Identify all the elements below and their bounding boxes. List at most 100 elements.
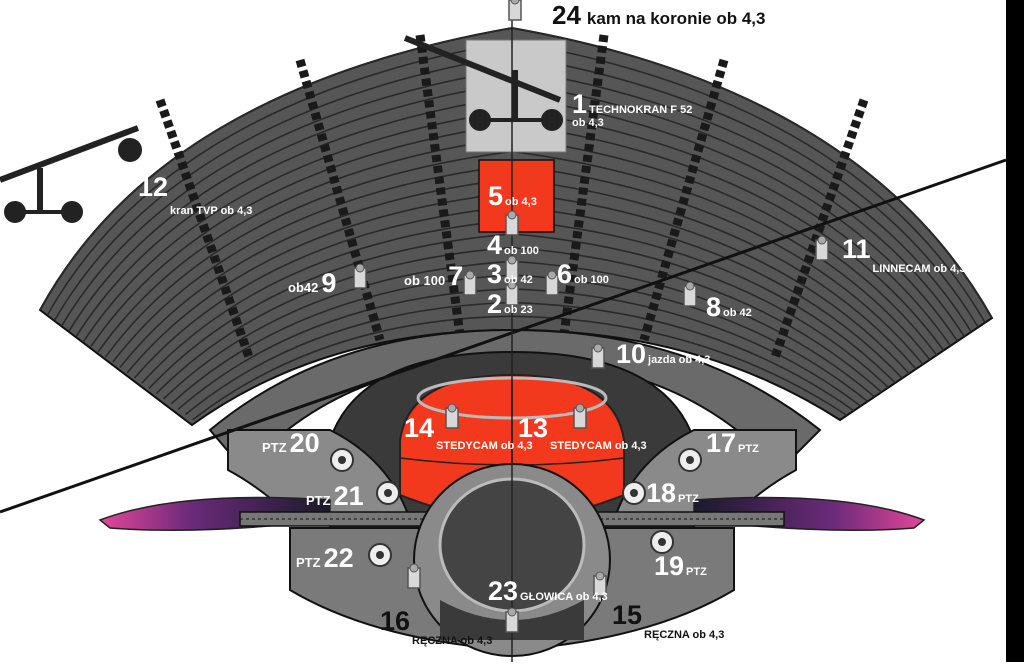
seating-aisles [155, 34, 869, 362]
ptz-camera-icon [376, 481, 400, 505]
camera-position-p13: 13STEDYCAM ob 4,3 [518, 413, 647, 452]
ptz-camera-icon [368, 543, 392, 567]
position-number: 9 [321, 268, 336, 298]
camera-icon [573, 403, 587, 429]
position-number: 23 [488, 576, 518, 606]
camera-icon [445, 403, 459, 429]
camera-position-p15: 15RĘCZNA ob 4,3 [612, 600, 724, 641]
camera-icon [815, 235, 829, 261]
position-number: 17 [706, 428, 736, 458]
camera-icon [353, 263, 367, 289]
position-number: 16 [380, 606, 410, 636]
position-number: 14 [404, 413, 434, 443]
position-number: 10 [616, 339, 646, 369]
camera-position-p14: 14STEDYCAM ob 4,3 [404, 413, 533, 452]
camera-position-p12: 12kran TVP ob 4,3 [138, 172, 252, 217]
svg-text:14STEDYCAM ob 4,3: 14STEDYCAM ob 4,3 [404, 413, 533, 452]
svg-text:11LINNECAM ob 4,3: 11LINNECAM ob 4,3 [842, 234, 965, 275]
camera-icon [505, 280, 519, 306]
position-number: 21 [334, 481, 364, 511]
svg-text:6ob 100: 6ob 100 [557, 259, 609, 289]
crane-icon-left [0, 125, 142, 223]
position-caption: PTZ [738, 443, 759, 455]
crane-icon-top [403, 35, 563, 131]
camera-icon [463, 270, 477, 296]
position-caption: RĘCZNA ob 4,3 [644, 629, 724, 641]
svg-text:5ob 4,3: 5ob 4,3 [488, 181, 537, 211]
position-number: 2 [487, 289, 502, 319]
svg-text:4ob 100: 4ob 100 [487, 230, 539, 260]
svg-text:8ob 42: 8ob 42 [706, 292, 752, 322]
position-caption: ob 42 [504, 274, 533, 286]
camera-icon [505, 607, 519, 633]
camera-icon [505, 210, 519, 236]
ptz-camera-icon [622, 481, 646, 505]
position-caption: LINNECAM ob 4,3 [873, 263, 966, 275]
position-number: 18 [646, 478, 676, 508]
position-caption: STEDYCAM ob 4,3 [550, 440, 647, 452]
svg-text:2ob 23: 2ob 23 [487, 289, 533, 319]
position-caption: kran TVP ob 4,3 [170, 205, 252, 217]
camera-icon [683, 281, 697, 307]
position-caption: ob 100 [504, 245, 539, 257]
ptz-camera-icon [650, 530, 674, 554]
position-number: 11 [842, 234, 871, 264]
position-number: 1 [572, 89, 587, 119]
title-text: kam na koronie ob 4,3 [587, 9, 766, 28]
position-caption: PTZ [686, 566, 707, 578]
position-caption: STEDYCAM ob 4,3 [436, 440, 533, 452]
title-camera-24: 24 kam na koronie ob 4,3 [552, 0, 765, 30]
svg-text:13STEDYCAM ob 4,3: 13STEDYCAM ob 4,3 [518, 413, 647, 452]
position-caption: TECHNOKRAN F 52 [589, 104, 692, 116]
ptz-camera-icon [330, 448, 354, 472]
camera-icon [505, 255, 519, 281]
position-number: 13 [518, 413, 548, 443]
camera-position-p16: 16RĘCZNA ob 4,3 [380, 606, 492, 647]
right-edge-bar [1006, 0, 1024, 662]
position-number: 3 [487, 259, 502, 289]
position-number: 20 [290, 428, 320, 458]
position-number: 6 [557, 259, 572, 289]
ptz-camera-icon [678, 448, 702, 472]
position-number: 15 [612, 600, 642, 630]
svg-text:16RĘCZNA ob 4,3: 16RĘCZNA ob 4,3 [380, 606, 492, 647]
position-caption: GŁOWICA ob 4,3 [520, 591, 608, 603]
position-caption-2: ob 4,3 [572, 117, 604, 129]
diagonal-cable [0, 158, 1007, 514]
position-caption: ob 100 [404, 273, 445, 288]
camera-position-p11: 11LINNECAM ob 4,3 [842, 234, 965, 275]
position-number: 8 [706, 292, 721, 322]
position-number: 5 [488, 181, 503, 211]
camera-icon [593, 571, 607, 597]
position-caption: PTZ [678, 493, 699, 505]
title-number: 24 [552, 0, 581, 30]
position-number: 22 [324, 543, 354, 573]
position-caption: jazda ob 4,3 [647, 354, 710, 366]
position-caption: RĘCZNA ob 4,3 [412, 635, 492, 647]
position-number: 4 [487, 230, 502, 260]
camera-icon [508, 0, 522, 21]
svg-text:3ob 42: 3ob 42 [487, 259, 533, 289]
